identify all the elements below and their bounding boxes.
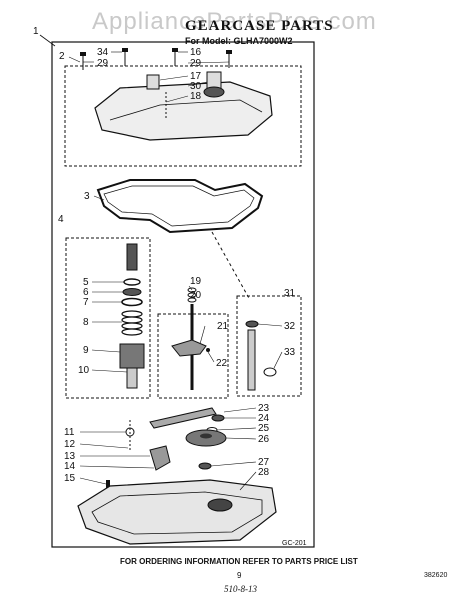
callout-14: 14 — [64, 461, 76, 472]
crank-13 — [149, 445, 171, 471]
spring-19 — [187, 287, 197, 303]
callout-1: 1 — [33, 26, 39, 37]
callout-6: 6 — [83, 287, 89, 298]
callout-30: 30 — [190, 81, 202, 92]
screw-29-left — [80, 52, 86, 70]
outer-frame — [51, 41, 315, 548]
shifter-fork-21 — [171, 339, 207, 357]
pin-15 — [106, 480, 110, 492]
shaft-group-box — [65, 237, 151, 399]
callout-3: 3 — [84, 191, 90, 202]
base-bearing — [207, 498, 233, 512]
callout-28: 28 — [258, 467, 270, 478]
model-subtitle: For Model: GLHA7000W2 — [185, 36, 293, 46]
shift-lever-23 — [149, 407, 217, 429]
cover-bearing — [203, 86, 225, 98]
callout-19: 19 — [190, 276, 202, 287]
callout-10: 10 — [78, 365, 90, 376]
callout-2: 2 — [59, 51, 65, 62]
callout-26: 26 — [258, 434, 270, 445]
callout-33: 33 — [284, 347, 296, 358]
main-gear-26-hub — [200, 433, 212, 439]
callout-5: 5 — [83, 277, 89, 288]
document-code: 382620 — [424, 572, 448, 579]
washer-24 — [211, 414, 225, 422]
washer-5 — [123, 278, 141, 286]
cover-group-box — [64, 65, 302, 167]
callout-20: 20 — [190, 290, 202, 301]
page-number: 9 — [237, 571, 242, 580]
washer-27 — [198, 462, 212, 470]
callout-8: 8 — [83, 317, 89, 328]
page-title: GEARCASE PARTS — [185, 18, 334, 34]
callout-13: 13 — [64, 451, 76, 462]
screw-29-right — [226, 50, 232, 68]
callout-16: 16 — [190, 47, 202, 58]
callout-25: 25 — [258, 423, 270, 434]
ordering-info-footer: FOR ORDERING INFORMATION REFER TO PARTS … — [120, 557, 358, 566]
leader-lines — [68, 51, 283, 491]
callout-4: 4 — [58, 214, 64, 225]
ring-33 — [263, 367, 277, 377]
gearcase-base-28 — [77, 479, 277, 545]
callout-29-right: 29 — [190, 58, 202, 69]
spring-8 — [121, 310, 143, 336]
callout-18: 18 — [190, 91, 202, 102]
callout-7: 7 — [83, 297, 89, 308]
callout-32: 32 — [284, 321, 296, 332]
callout-34: 34 — [97, 47, 109, 58]
watermark: AppliancePartsPros.com — [92, 8, 377, 35]
gearcase-base-rim — [91, 491, 263, 535]
callout-15: 15 — [64, 473, 76, 484]
gasket-inner — [103, 185, 255, 227]
handwritten-note: 510-8-13 — [224, 584, 257, 594]
dash-leader-31 — [211, 231, 251, 301]
washer-7 — [121, 297, 143, 307]
callout-12: 12 — [64, 439, 76, 450]
callout-22: 22 — [216, 358, 228, 369]
agitate-shaft — [247, 329, 256, 391]
callout-9: 9 — [83, 345, 89, 356]
callout-23: 23 — [258, 403, 270, 414]
gasket — [96, 179, 264, 234]
shaft-spline — [126, 243, 138, 271]
screw-34 — [122, 48, 128, 66]
callout-27: 27 — [258, 457, 270, 468]
drawing-code: GC-201 — [282, 540, 307, 547]
shaft-10 — [126, 367, 138, 389]
pinion-gear-9 — [119, 343, 145, 369]
callout-31: 31 — [284, 288, 296, 299]
screw-16 — [172, 48, 178, 66]
callout-11: 11 — [64, 427, 75, 438]
pin-22 — [206, 348, 210, 352]
callout-29-left: 29 — [97, 58, 109, 69]
frame-corner-leader — [39, 34, 56, 47]
callout-17: 17 — [190, 71, 202, 82]
cover-rib — [109, 99, 263, 121]
washer-32 — [245, 320, 259, 328]
callout-24: 24 — [258, 413, 270, 424]
gearcase-cover — [94, 81, 273, 141]
callout-21: 21 — [217, 321, 229, 332]
cover-boss-17 — [146, 74, 160, 90]
agitate-shaft-group-box — [236, 295, 302, 397]
washer-6 — [122, 288, 142, 296]
